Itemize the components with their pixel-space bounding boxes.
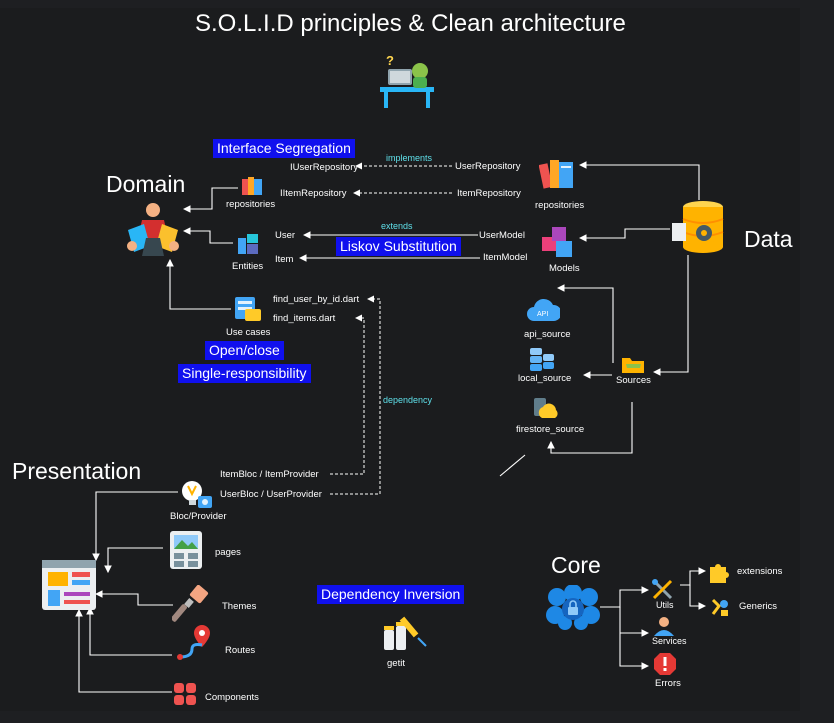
- developer-desk-icon: ?: [376, 53, 442, 113]
- domain-entities-icon: [236, 232, 260, 256]
- extensions-label: extensions: [737, 566, 783, 577]
- extensions-puzzle-icon: [707, 560, 731, 584]
- domain-layer-title: Domain: [106, 171, 186, 197]
- api-source-icon: API: [526, 297, 560, 323]
- services-label: Services: [652, 636, 687, 646]
- sources-label: Sources: [616, 375, 651, 386]
- iitem-repository-label: IItemRepository: [280, 188, 347, 199]
- interface-segregation-label: Interface Segregation: [213, 139, 355, 159]
- getit-label: getit: [387, 658, 405, 669]
- components-label: Components: [205, 692, 259, 703]
- generics-icon: [709, 596, 731, 618]
- components-icon: [172, 681, 198, 707]
- line-usecases-domain: [166, 258, 231, 310]
- data-repositories-label: repositories: [535, 200, 585, 211]
- firestore-source-icon: [532, 396, 558, 420]
- line-sources-firestore: [547, 402, 633, 454]
- themes-brush-icon: [172, 585, 212, 625]
- item-repository-label: ItemRepository: [457, 188, 521, 199]
- local-source-label: local_source: [518, 373, 572, 384]
- implements-label: implements: [386, 153, 433, 163]
- errors-icon: [653, 652, 677, 676]
- line-routes-screen: [86, 606, 172, 656]
- svg-text:API: API: [537, 311, 548, 318]
- data-repositories-icon: [539, 156, 577, 192]
- diagram-title: S.O.L.I.D principles & Clean architectur…: [195, 10, 626, 37]
- domain-people-icon: [124, 200, 182, 260]
- data-layer-title: Data: [744, 226, 793, 252]
- user-repository-label: UserRepository: [455, 161, 521, 172]
- iuser-repository-label: IUserRepository: [290, 162, 359, 173]
- utils-label: Utils: [656, 600, 674, 610]
- find-user-label: find_user_by_id.dart: [273, 294, 360, 305]
- pages-label: pages: [215, 547, 241, 558]
- svg-text:?: ?: [386, 53, 394, 68]
- line-pages-screen: [104, 547, 163, 574]
- user-entity-label: User: [275, 230, 296, 241]
- line-core-utils: [600, 586, 650, 608]
- line-themes-screen: [94, 590, 173, 606]
- pages-icon: [168, 529, 204, 571]
- domain-entities-label: Entities: [232, 261, 264, 272]
- line-sources-api: [556, 284, 614, 363]
- routes-pin-icon: [172, 623, 216, 661]
- sources-folder-icon: [621, 354, 645, 374]
- errors-label: Errors: [655, 678, 681, 689]
- line-dependency-item: [330, 314, 365, 475]
- line-entities-domain: [182, 227, 233, 244]
- use-cases-label: Use cases: [226, 327, 271, 338]
- item-bloc-label: ItemBloc / ItemProvider: [220, 469, 319, 480]
- line-repositories-domain: [182, 187, 238, 213]
- single-responsibility-label: Single-responsibility: [178, 364, 311, 384]
- line-data-sources: [652, 255, 689, 376]
- firestore-source-label: firestore_source: [516, 424, 585, 435]
- item-entity-label: Item: [275, 254, 294, 265]
- line-data-models: [578, 228, 670, 242]
- open-close-label: Open/close: [205, 341, 284, 361]
- liskov-substitution-label: Liskov Substitution: [336, 237, 461, 257]
- models-label: Models: [549, 263, 580, 274]
- line-components-screen: [75, 608, 172, 693]
- generics-label: Generics: [739, 601, 778, 612]
- core-lock-icon: [545, 585, 601, 631]
- database-icon: [670, 199, 728, 257]
- bloc-provider-label: Bloc/Provider: [170, 511, 227, 522]
- line-firestore-pointer: [499, 454, 526, 477]
- user-model-label: UserModel: [479, 230, 525, 241]
- domain-repositories-icon: [240, 175, 264, 197]
- find-items-label: find_items.dart: [273, 313, 336, 324]
- presentation-layer-title: Presentation: [12, 458, 142, 484]
- line-dependency-user: [330, 295, 381, 495]
- app-screen-icon: [40, 558, 98, 612]
- line-utils-generics: [689, 585, 707, 610]
- local-source-icon: [528, 346, 556, 372]
- extends-label: extends: [381, 221, 413, 231]
- user-bloc-label: UserBloc / UserProvider: [220, 489, 322, 500]
- getit-icon: [380, 612, 430, 654]
- api-source-label: api_source: [524, 329, 571, 340]
- services-icon: [652, 616, 676, 636]
- item-model-label: ItemModel: [483, 252, 528, 263]
- bloc-provider-icon: [180, 478, 214, 510]
- themes-label: Themes: [222, 601, 257, 612]
- models-icon: [540, 225, 576, 261]
- line-data-repositories: [578, 161, 700, 200]
- use-cases-icon: [233, 294, 263, 324]
- dependency-label: dependency: [383, 395, 433, 405]
- dependency-inversion-label: Dependency Inversion: [317, 585, 465, 605]
- line-core-errors: [619, 633, 650, 670]
- routes-label: Routes: [225, 645, 256, 656]
- domain-repositories-label: repositories: [226, 199, 276, 210]
- line-utils-extensions: [680, 567, 707, 586]
- utils-tools-icon: [651, 578, 675, 600]
- core-layer-title: Core: [551, 552, 601, 578]
- line-bloc-screen: [92, 491, 178, 562]
